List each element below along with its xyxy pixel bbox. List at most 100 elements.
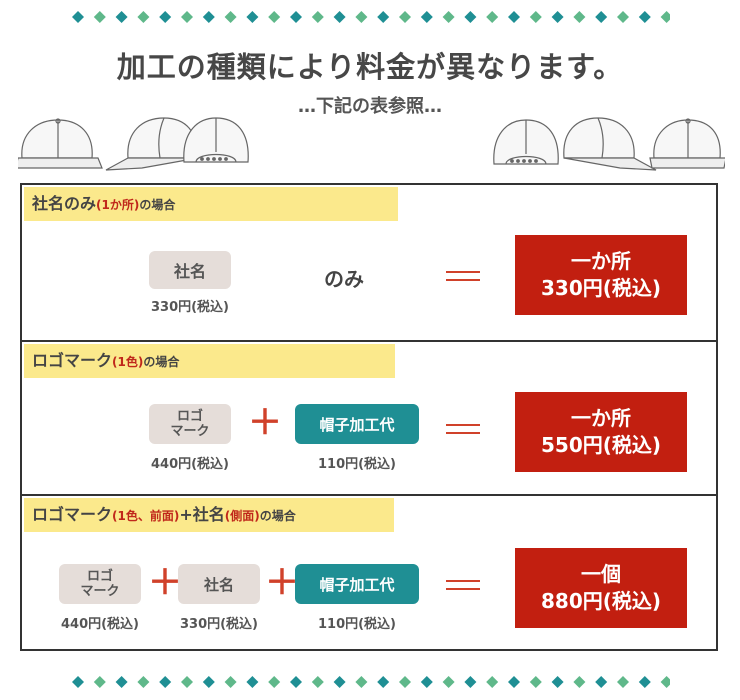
diamond-dot-icon	[464, 676, 477, 688]
diamond-dot-icon	[72, 11, 84, 23]
section-heading: 社名のみ(1か所)の場合	[24, 187, 398, 221]
logo-mark-price: 440円(税込)	[150, 457, 230, 472]
page-subtitle: …下記の表参照…	[298, 96, 442, 117]
diamond-dot-icon	[355, 676, 368, 688]
cap-front-icon	[15, 118, 103, 169]
diamond-dot-icon	[93, 11, 106, 23]
total-result: 一か所 330円(税込)	[515, 235, 687, 315]
diamond-dot-icon	[508, 11, 520, 23]
section-logo-mark: ロゴマーク(1色)の場合 ロゴ マーク 440円(税込) ＋ 帽子加工代 110…	[22, 340, 716, 496]
diamond-dot-icon	[355, 11, 368, 23]
diamond-dot-icon	[420, 676, 433, 688]
diamond-dot-icon	[617, 676, 629, 688]
heading-suffix: の場合	[143, 355, 180, 369]
diamond-dot-icon	[333, 11, 346, 23]
diamond-dot-icon	[137, 11, 150, 23]
heading-note-2: (側面)	[224, 509, 260, 523]
heading-suffix: の場合	[259, 509, 296, 523]
diamond-dot-icon	[442, 676, 455, 688]
diamond-dot-icon	[464, 11, 477, 23]
heading-main: ロゴマーク	[32, 505, 113, 524]
diamond-dot-icon	[72, 676, 84, 688]
diamond-dot-icon	[137, 676, 150, 688]
heading-note: (1色)	[112, 355, 144, 369]
company-name-price: 330円(税込)	[150, 300, 230, 315]
bottom-dot-border	[70, 675, 670, 689]
diamond-dot-icon	[93, 676, 106, 688]
diamond-dot-icon	[311, 676, 324, 688]
heading-main: 社名のみ	[32, 194, 97, 213]
diamond-dot-icon	[181, 11, 193, 23]
diamond-dot-icon	[377, 676, 390, 688]
diamond-dot-icon	[529, 676, 542, 688]
diamond-dot-icon	[529, 11, 542, 23]
cap-front-icon	[649, 118, 727, 169]
section-company-name-only: 社名のみ(1か所)の場合 社名 330円(税込) のみ 一か所 330円(税込)	[22, 185, 716, 340]
company-name-price: 330円(税込)	[179, 617, 259, 632]
diamond-dot-icon	[311, 11, 324, 23]
diamond-dot-icon	[202, 676, 215, 688]
logo-mark-chip: ロゴ マーク	[59, 564, 141, 604]
heading-note: (1色、前面)	[112, 509, 180, 523]
diamond-dot-icon	[660, 676, 670, 688]
equals-sign	[446, 424, 480, 434]
cap-illustrations-left	[15, 112, 253, 178]
diamond-dot-icon	[268, 11, 281, 23]
plus-sign: ＋	[248, 403, 282, 443]
cap-processing-chip: 帽子加工代	[295, 404, 419, 444]
diamond-dot-icon	[442, 11, 455, 23]
diamond-dot-icon	[159, 676, 172, 688]
diamond-dot-icon	[290, 676, 302, 688]
total-result: 一か所 550円(税込)	[515, 392, 687, 472]
diamond-dot-icon	[573, 676, 586, 688]
cap-processing-chip: 帽子加工代	[295, 564, 419, 604]
company-name-chip: 社名	[149, 251, 231, 289]
heading-plus: +社名	[179, 505, 225, 524]
diamond-dot-icon	[508, 676, 520, 688]
diamond-dot-icon	[617, 11, 629, 23]
pricing-table: 社名のみ(1か所)の場合 社名 330円(税込) のみ 一か所 330円(税込)…	[20, 183, 718, 651]
diamond-dot-icon	[181, 676, 193, 688]
section-heading: ロゴマーク(1色)の場合	[24, 344, 395, 378]
diamond-dot-icon	[638, 676, 651, 688]
diamond-dot-icon	[573, 11, 586, 23]
logo-mark-price: 440円(税込)	[60, 617, 140, 632]
page-title: 加工の種類により料金が異なります。	[116, 50, 624, 84]
cap-side-icon	[563, 117, 657, 171]
diamond-dot-icon	[377, 11, 390, 23]
cap-processing-price: 110円(税込)	[317, 457, 397, 472]
cap-illustrations-right	[490, 112, 727, 178]
diamond-dot-icon	[595, 11, 608, 23]
diamond-dot-icon	[202, 11, 215, 23]
company-name-chip: 社名	[178, 564, 260, 604]
cap-processing-price: 110円(税込)	[317, 617, 397, 632]
diamond-dot-icon	[486, 676, 499, 688]
heading-main: ロゴマーク	[32, 351, 113, 370]
plus-sign: ＋	[265, 563, 299, 603]
diamond-dot-icon	[224, 676, 237, 688]
diamond-dot-icon	[399, 676, 411, 688]
diamond-dot-icon	[486, 11, 499, 23]
total-result: 一個 880円(税込)	[515, 548, 687, 628]
diamond-dot-icon	[638, 11, 651, 23]
diamond-dot-icon	[595, 676, 608, 688]
equals-sign	[446, 580, 480, 590]
top-dot-border	[70, 10, 670, 24]
diamond-dot-icon	[115, 676, 128, 688]
cap-back-icon	[493, 119, 559, 165]
diamond-dot-icon	[660, 11, 670, 23]
diamond-dot-icon	[551, 11, 564, 23]
diamond-dot-icon	[268, 676, 281, 688]
cap-back-icon	[183, 117, 249, 163]
diamond-dot-icon	[420, 11, 433, 23]
diamond-dot-icon	[333, 676, 346, 688]
diamond-dot-icon	[159, 11, 172, 23]
heading-suffix: の場合	[139, 198, 176, 212]
plus-sign: ＋	[148, 563, 182, 603]
diamond-dot-icon	[115, 11, 128, 23]
equals-sign	[446, 271, 480, 281]
logo-mark-chip: ロゴ マーク	[149, 404, 231, 444]
diamond-dot-icon	[224, 11, 237, 23]
diamond-dot-icon	[551, 676, 564, 688]
heading-note: (1か所)	[96, 198, 140, 212]
